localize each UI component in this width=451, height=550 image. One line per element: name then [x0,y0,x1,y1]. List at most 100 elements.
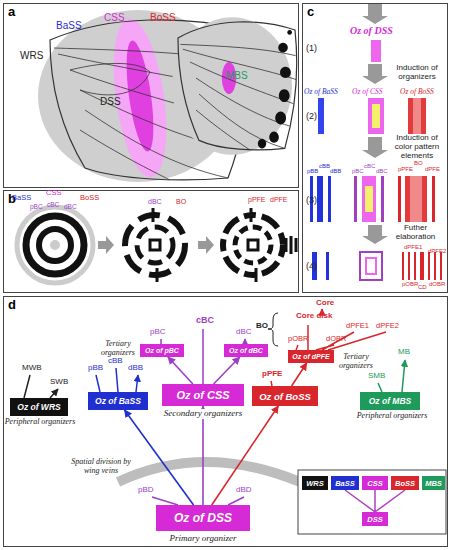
organizer-box: Oz of MBS [360,392,420,410]
figure-label: SMB [368,372,385,381]
boss-bar [408,98,426,134]
figure-label: Oz of DSS [350,25,393,36]
figure-label: cBC [196,316,214,326]
figure-label: DSS [100,96,121,107]
legend-text: BoSS [395,479,415,488]
organizer-link [292,363,307,386]
figure-label: Tertiary organizers [96,340,140,358]
legend-swatch: BoSS [391,476,419,490]
organizer-link [125,410,194,505]
figure-label: dPFE1 [404,244,422,251]
legend-text: MBS [425,479,442,488]
legend-swatch: BaSS [331,476,359,490]
organizer-link [212,406,279,505]
figure-label: Secondary organizers [148,409,258,419]
figure-label: pBC [352,168,364,175]
broken-ring [223,215,283,275]
organizer-box: Oz of CSS [162,384,244,406]
eyespots [258,30,292,148]
legend-text: BaSS [335,479,355,488]
figure-label: dPFE1 [346,322,369,330]
dss-bar [371,40,381,62]
figure-label: dOBR [429,281,445,288]
figure-label: dBC [64,203,77,210]
step-arrow [362,4,388,24]
organizer-name: Oz of MBS [369,396,412,406]
figure-label: Core disk [296,312,332,321]
figure-label: Oz of CSS [352,88,382,96]
css-band [121,39,158,153]
step-arrow [362,137,388,158]
figure-label: dBB [128,364,143,373]
organizer-name: Oz of BaSS [95,396,141,406]
figure-label: cBC [364,163,375,170]
figure-label: MWB [22,364,42,373]
figure-label: Futher elaboration [388,224,443,242]
figure-label: Tertiary organizers [334,353,378,371]
figure-label: Spatial division by wing veins [66,458,136,476]
boss-core [413,98,421,134]
broken-ring [235,227,271,263]
step-arrow [362,64,388,84]
figure-label: Primary organizer [148,534,258,544]
legend-text: WRS [306,479,324,488]
process-arrow [98,236,114,254]
band-elements [402,252,442,280]
figure-label: pBD [138,486,154,495]
figure-label: (1) [306,44,317,54]
figure-label: dOBR [326,335,346,343]
figure-label: Oz of BaSS [304,88,338,96]
figure-label: pBB [307,168,318,175]
css-core [372,104,380,128]
figure-label: Oz of BoSS [400,88,434,96]
figure-label: BO [414,160,423,167]
organizer-name: Oz of CSS [176,389,229,401]
figure-label: Core [316,299,334,308]
band-elements [366,258,376,274]
organizer-name: Oz of dBC [229,347,263,354]
eyespot-core [50,240,60,250]
figure-label: dPFE2 [428,248,446,255]
figure-label: WRS [20,50,43,61]
figure-label: dBC [376,168,388,175]
figure-label: BO [256,322,268,331]
band-elements [398,176,435,222]
figure-label: dPFE [425,166,440,173]
organizer-box: Oz of BaSS [88,392,148,410]
figure-label: BaSS [56,20,82,31]
legend-links [345,490,405,512]
bracket [268,313,278,346]
organizer-link [202,406,204,505]
organizer-name: Oz of pBC [145,347,179,354]
figure-label: BO [176,198,186,206]
figure-label: MBS [226,70,248,81]
figure-label: pOBR [288,335,308,343]
figure-label: CSS [104,12,125,23]
figure-label: (3) [306,196,317,206]
figure-label: BaSS [12,194,31,202]
legend-swatch: MBS [422,476,445,490]
step-arrow [362,225,388,244]
figure-label: SWB [50,378,68,387]
organizer-link [214,357,240,384]
figure-label: cBB [108,357,123,366]
legend-swatch: DSS [362,512,388,526]
panel-frame: a [3,3,299,188]
figure-label: (2) [306,112,317,122]
organizer-name: Oz of BoSS [259,391,311,402]
legend-text: CSS [367,479,382,488]
organizer-link [168,357,193,384]
figure-label: BoSS [80,194,99,202]
figure-label: pBB [88,364,103,373]
figure-label: (4) [306,262,317,272]
process-arrow [198,236,214,254]
figure-label: dBB [330,168,341,175]
wing-veins [180,44,296,150]
legend-swatch: WRS [302,476,328,490]
pattern-bars [248,208,296,282]
panel-letter: d [8,297,16,312]
wing-region [172,17,292,155]
figure-label: pPFE [262,370,282,379]
